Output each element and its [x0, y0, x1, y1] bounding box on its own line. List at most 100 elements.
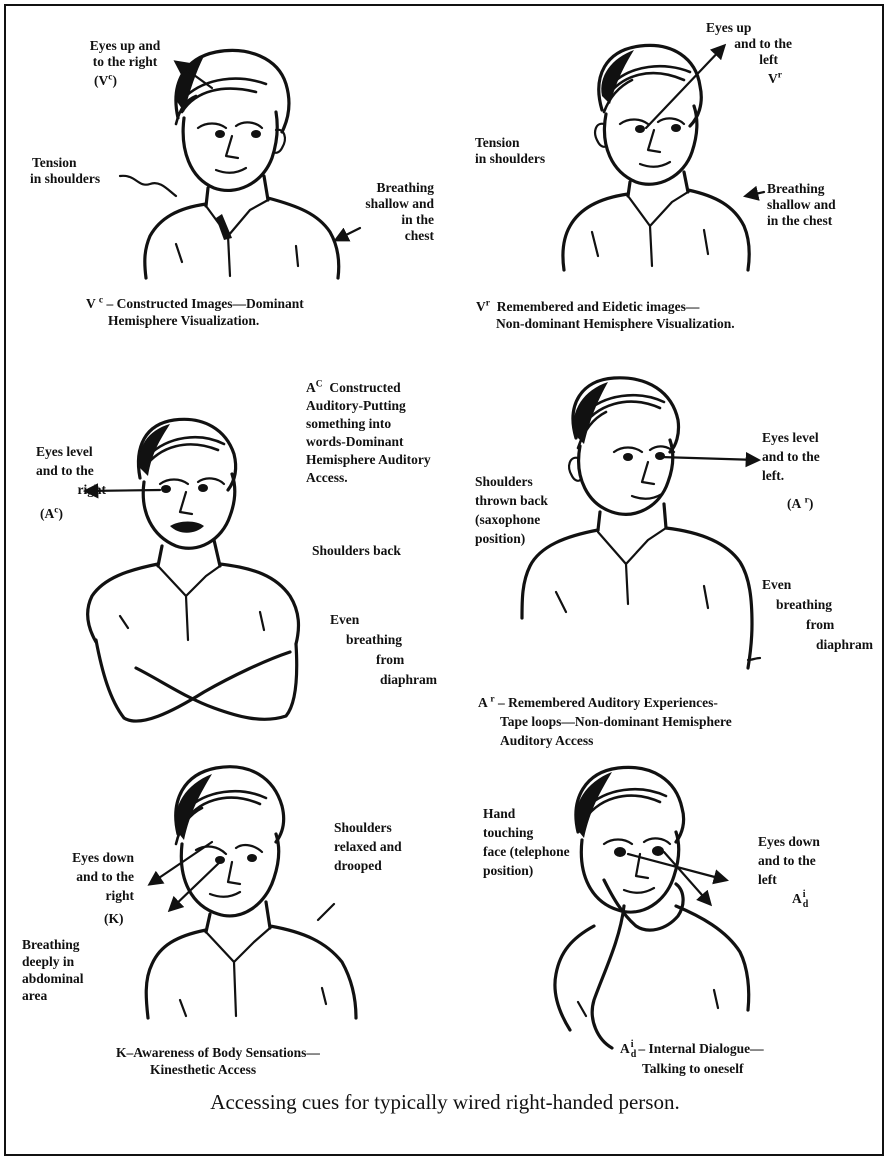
ac-description-sup: C: [316, 380, 323, 390]
ar-eyes-line: Eyes level: [762, 430, 862, 446]
vc-breathing-line: in the: [330, 212, 434, 228]
vr-caption-line-2: Non-dominant Hemisphere Visualization.: [476, 315, 876, 332]
vr-caption-sup: r: [486, 299, 490, 309]
ar-breathing-line: breathing: [762, 597, 884, 613]
vc-breathing-line: chest: [330, 228, 434, 244]
ar-shoulders-line: (saxophone: [475, 512, 595, 528]
k-eyes-line: right: [30, 888, 134, 904]
ac-description-line: words-Dominant: [306, 434, 486, 450]
ad-hand-label: Hand touching face (telephone position): [483, 806, 613, 879]
vc-breathing-line: shallow and: [330, 196, 434, 212]
k-symbol: (K): [104, 911, 124, 927]
ac-description-line: Hemisphere Auditory: [306, 452, 486, 468]
ac-eyes-label: Eyes level and to the right: [36, 444, 136, 498]
ac-eyes-line: right: [36, 482, 136, 498]
vc-breathing-line: Breathing: [330, 180, 434, 196]
ad-symbol: Aid: [792, 890, 808, 910]
ar-shoulders-line: position): [475, 531, 595, 547]
vc-caption-line-2: Hemisphere Visualization.: [86, 312, 416, 329]
ar-caption-sup: r: [490, 695, 494, 705]
k-caption-line-2: Kinesthetic Access: [116, 1061, 436, 1078]
vc-symbol-letter: V: [99, 73, 109, 88]
ad-eyes-line: and to the: [758, 853, 868, 869]
ad-hand-line: touching: [483, 825, 613, 841]
vr-breathing-line: in the chest: [767, 213, 877, 229]
vr-caption: Vr Remembered and Eidetic images— Non-do…: [476, 298, 876, 332]
ar-eyes-line: left.: [762, 468, 862, 484]
ac-description-line: something into: [306, 416, 486, 432]
k-breathing-line: abdominal: [22, 971, 122, 987]
ar-breathing-label: Even breathing from diaphram: [762, 577, 884, 653]
ad-eyes-line: left: [758, 872, 868, 888]
k-breathing-label: Breathing deeply in abdominal area: [22, 937, 122, 1004]
ar-shoulders-line: thrown back: [475, 493, 595, 509]
vr-tension-line: in shoulders: [475, 151, 585, 167]
ad-caption: Aid– Internal Dialogue— Talking to onese…: [620, 1040, 860, 1077]
ad-caption-text: – Internal Dialogue—: [638, 1041, 763, 1056]
ac-description-text: Constructed: [329, 380, 400, 395]
k-shoulders-label: Shoulders relaxed and drooped: [334, 820, 444, 874]
ac-breathing-label: Even breathing from diaphram: [330, 612, 460, 688]
ar-breathing-line: from: [762, 617, 884, 633]
vc-symbol: (Vc): [94, 73, 117, 89]
vr-eyes-line: and to the: [692, 36, 792, 52]
ac-breathing-line: from: [330, 652, 460, 668]
figure-caption: Accessing cues for typically wired right…: [0, 1090, 890, 1115]
figure-vr-person: [563, 45, 764, 270]
ac-breathing-line: Even: [330, 612, 460, 628]
ad-caption-line-1: Aid– Internal Dialogue—: [620, 1040, 860, 1060]
ac-shoulders-label: Shoulders back: [312, 543, 462, 559]
ac-symbol: (Ac): [40, 506, 63, 522]
vc-eyes-label: Eyes up and to the right: [70, 38, 180, 70]
vr-breathing-label: Breathing shallow and in the chest: [767, 181, 877, 229]
ar-symbol: (A r): [787, 496, 813, 512]
ac-symbol-letter: A: [45, 506, 55, 521]
ad-hand-line: Hand: [483, 806, 613, 822]
k-eyes-label: Eyes down and to the right: [30, 850, 134, 904]
vc-caption-text: – Constructed Images—Dominant: [106, 296, 303, 311]
ar-caption: A r – Remembered Auditory Experiences- T…: [478, 694, 878, 749]
vr-tension-line: Tension: [475, 135, 585, 151]
ac-description-line: Auditory-Putting: [306, 398, 486, 414]
ac-symbol-sup: c: [54, 506, 58, 516]
vr-eyes-label: Eyes up and to the left: [692, 20, 792, 68]
ac-description-line: Access.: [306, 470, 486, 486]
vc-symbol-sup: c: [108, 73, 112, 83]
ac-eyes-line: and to the: [36, 463, 136, 479]
vr-symbol-sup: r: [778, 71, 782, 81]
ar-eyes-label: Eyes level and to the left.: [762, 430, 862, 484]
k-eyes-line: and to the: [30, 869, 134, 885]
k-caption: K–Awareness of Body Sensations— Kinesthe…: [116, 1044, 436, 1078]
k-breathing-line: area: [22, 988, 122, 1004]
vc-breathing-label: Breathing shallow and in the chest: [330, 180, 434, 244]
ac-breathing-line: breathing: [330, 632, 460, 648]
ar-symbol-sup: r: [805, 496, 809, 506]
k-shoulders-line: drooped: [334, 858, 444, 874]
ad-symbol-letter: A: [792, 891, 802, 906]
ar-symbol-letter: A: [792, 496, 802, 511]
ad-eyes-line: Eyes down: [758, 834, 868, 850]
vr-breathing-line: Breathing: [767, 181, 877, 197]
vr-eyes-line: left: [692, 52, 792, 68]
ad-hand-line: position): [483, 863, 613, 879]
vc-tension-line: Tension: [30, 155, 140, 171]
vr-caption-symbol: V: [476, 299, 486, 314]
ar-breathing-line: diaphram: [762, 637, 884, 653]
ar-caption-line-2: Tape loops—Non-dominant Hemisphere: [478, 713, 878, 730]
ad-caption-line-2: Talking to oneself: [620, 1060, 860, 1077]
vr-symbol-letter: V: [768, 71, 778, 86]
k-breathing-line: Breathing: [22, 937, 122, 953]
k-shoulders-line: relaxed and: [334, 839, 444, 855]
ad-caption-sub: d: [631, 1050, 637, 1060]
ac-breathing-line: diaphram: [330, 672, 460, 688]
vc-tension-label: Tension in shoulders: [30, 155, 140, 187]
vr-breathing-line: shallow and: [767, 197, 877, 213]
ar-caption-line-1: A r – Remembered Auditory Experiences-: [478, 694, 878, 711]
vc-eyes-line: to the right: [70, 54, 180, 70]
k-eyes-line: Eyes down: [30, 850, 134, 866]
ar-shoulders-line: Shoulders: [475, 474, 595, 490]
vr-caption-text: Remembered and Eidetic images—: [497, 299, 700, 314]
vc-eyes-line: Eyes up and: [70, 38, 180, 54]
ac-description-symbol: A: [306, 380, 316, 395]
ar-caption-symbol: A: [478, 695, 487, 710]
